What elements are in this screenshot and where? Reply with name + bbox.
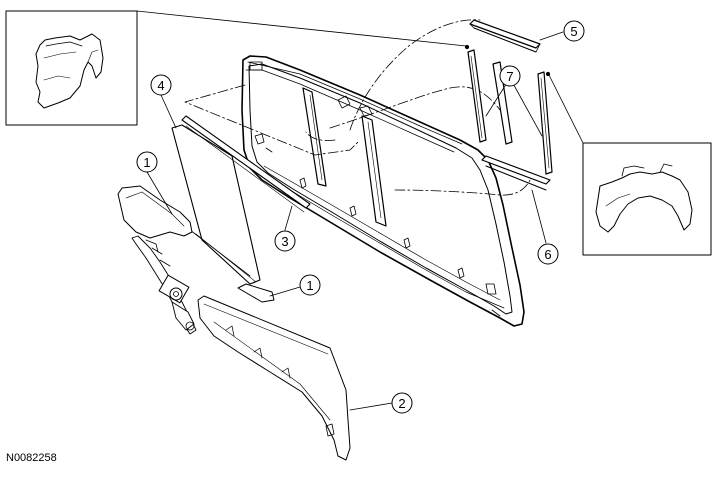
callout-3: 3: [274, 230, 296, 252]
callout-5: 5: [563, 20, 585, 42]
callout-1-lower: 1: [299, 274, 321, 296]
part-lower-run-channel: [181, 115, 311, 213]
svg-text:2: 2: [398, 396, 405, 411]
part-lower-channel: [197, 295, 351, 461]
svg-text:3: 3: [281, 234, 288, 249]
window-regulator: [131, 235, 197, 335]
detail-inset-right: [582, 142, 712, 256]
svg-text:1: 1: [143, 155, 150, 170]
svg-text:4: 4: [157, 78, 164, 93]
part-upper-strip: [469, 19, 541, 53]
part-seal-small: [237, 283, 275, 303]
callout-4: 4: [150, 74, 172, 96]
part-lower-strip: [481, 155, 551, 191]
leader-dot: [464, 44, 470, 50]
part-seal-left: [117, 185, 193, 239]
svg-text:1: 1: [306, 278, 313, 293]
svg-text:5: 5: [570, 24, 577, 39]
leader-dot: [545, 71, 551, 77]
callout-6: 6: [537, 243, 559, 265]
window-frame: [241, 55, 525, 327]
svg-text:7: 7: [506, 69, 513, 84]
svg-text:6: 6: [544, 247, 551, 262]
part-vertical-strips: [467, 49, 553, 175]
callouts: 1 1 2 3 4 5 6 7: [136, 20, 585, 414]
callout-2: 2: [391, 392, 413, 414]
detail-inset-left: [5, 10, 138, 126]
figure-id: N0082258: [6, 452, 57, 464]
part-sliding-glass-panel: [171, 124, 261, 285]
callout-1-upper: 1: [136, 151, 158, 173]
callout-7: 7: [499, 65, 521, 87]
